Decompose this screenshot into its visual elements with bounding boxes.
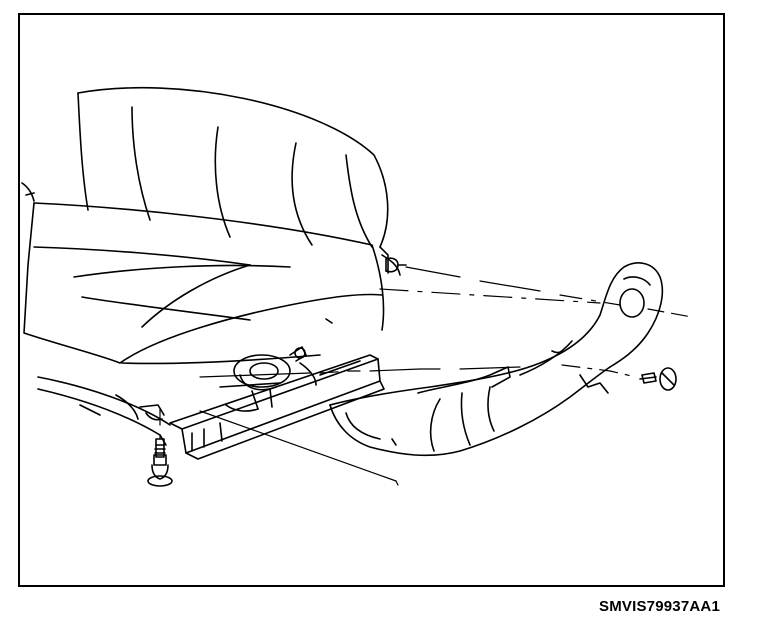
mounting-bolt-lower bbox=[147, 438, 173, 487]
seat-back bbox=[21, 87, 389, 248]
stud-bolt bbox=[385, 257, 407, 273]
seat-rail bbox=[169, 354, 385, 460]
seat-trim-cover-removal-illustration bbox=[21, 87, 693, 487]
seat-frame bbox=[37, 376, 171, 446]
seat-side-trim-cover bbox=[329, 262, 664, 457]
alignment-lines bbox=[159, 266, 693, 486]
trim-cover-screw bbox=[639, 367, 677, 391]
seat-cushion bbox=[23, 202, 401, 365]
seat-mechanism bbox=[219, 346, 317, 412]
diagram-frame bbox=[18, 13, 725, 587]
figure-reference-code: SMVIS79937AA1 bbox=[599, 598, 720, 615]
